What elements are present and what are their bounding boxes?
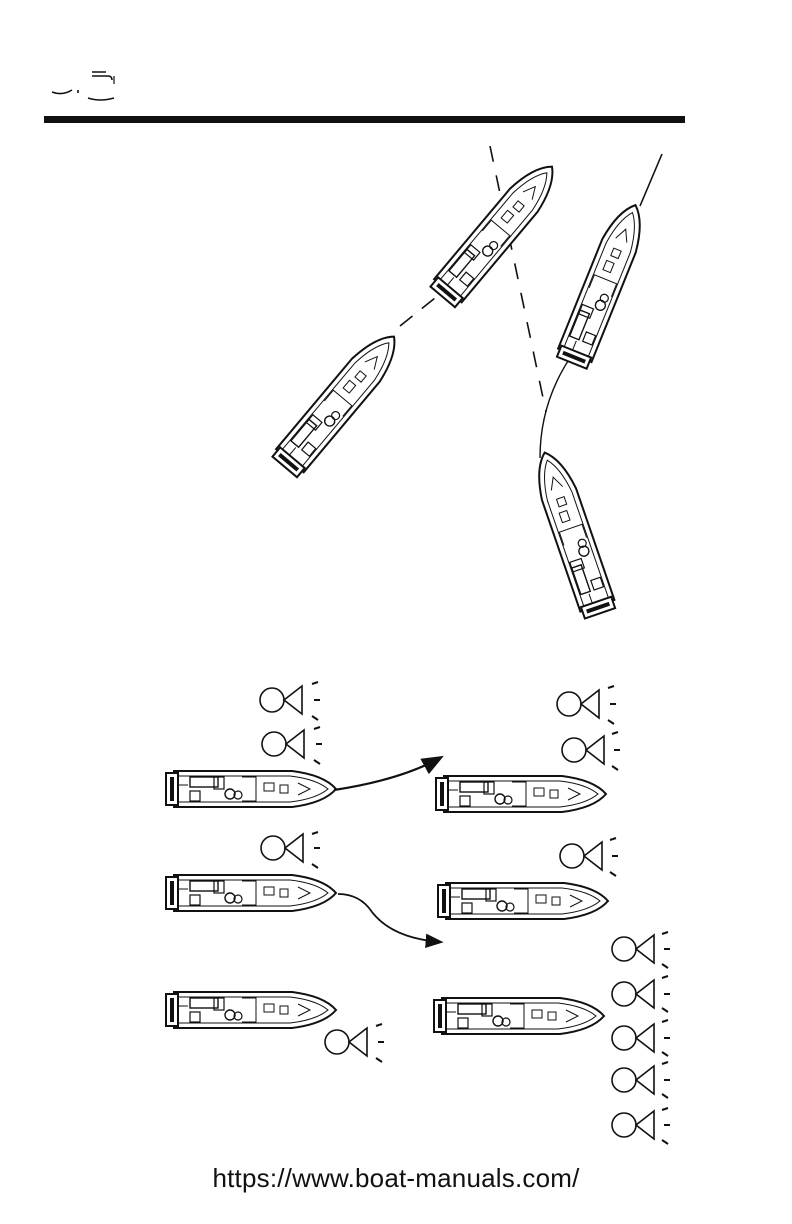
crossing-diagram	[271, 146, 662, 619]
boat-left-2	[166, 875, 336, 911]
sound-signal-diagram	[166, 682, 670, 1144]
boat-top-right	[555, 198, 652, 369]
boat-middle-left	[271, 325, 408, 478]
footer-url[interactable]: https://www.boat-manuals.com/	[0, 1163, 792, 1194]
boat-right-3	[434, 998, 604, 1034]
boat-left-1	[166, 771, 336, 807]
boat-left-3	[166, 992, 336, 1028]
boat-right-2	[438, 883, 608, 919]
boat-right-1	[436, 776, 606, 812]
boat-bottom	[528, 447, 617, 619]
